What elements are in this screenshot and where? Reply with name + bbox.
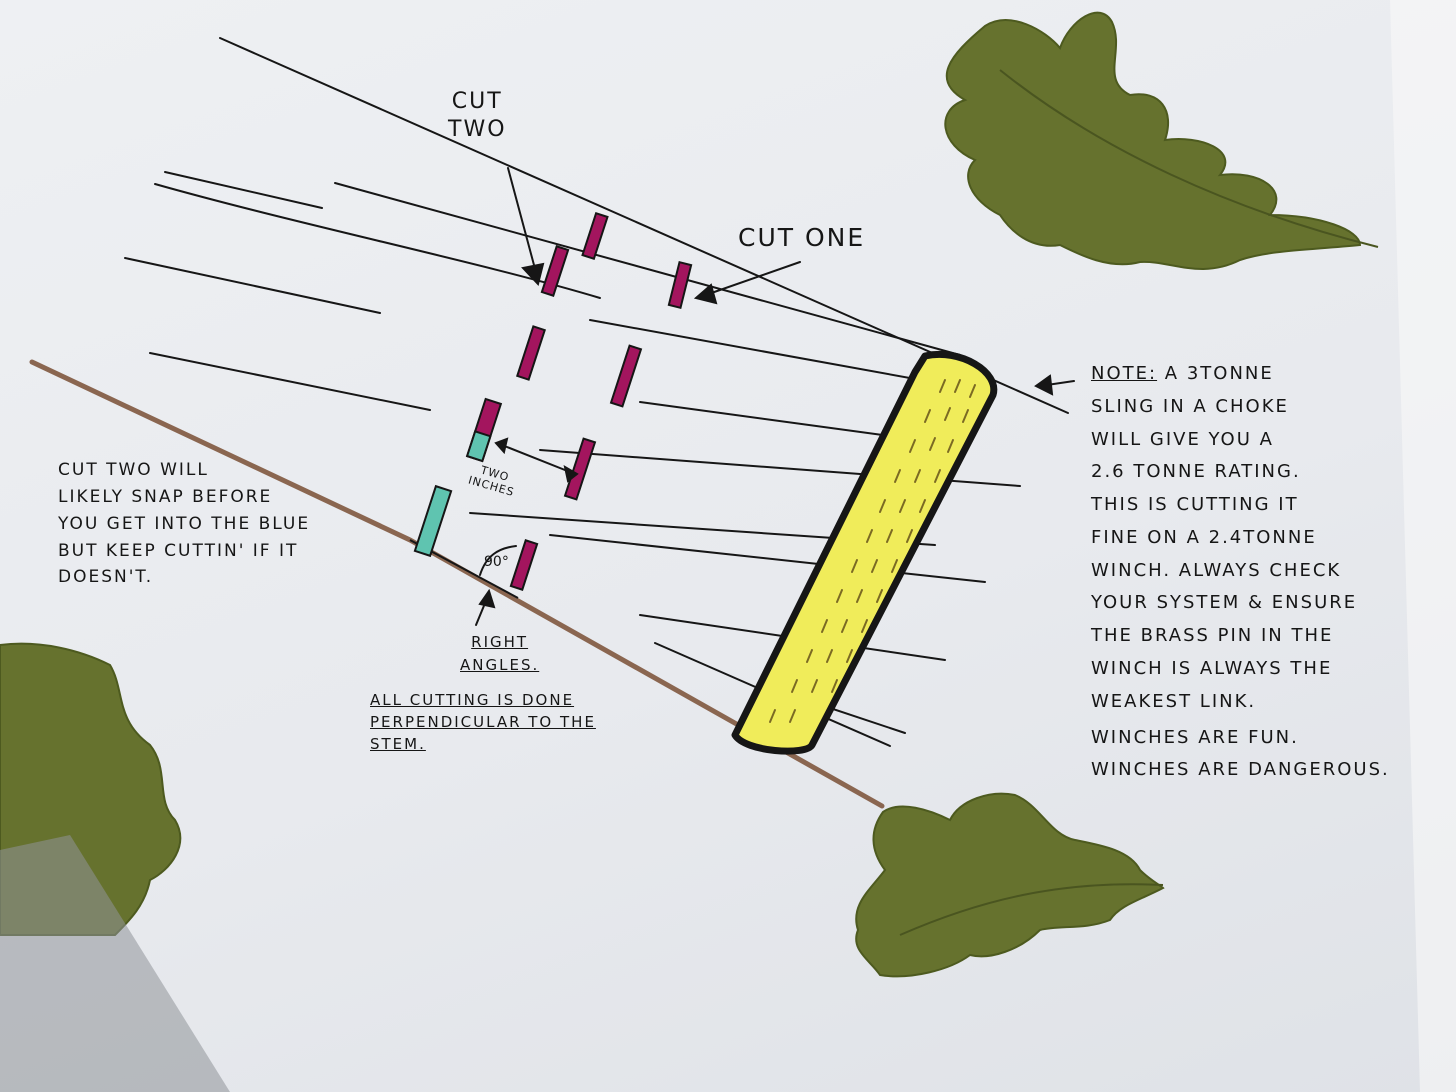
- arrowhead: [494, 437, 509, 455]
- arrow-cut-two: [507, 167, 539, 281]
- cut-mark: [509, 539, 539, 591]
- oak-leaf-bottom-center: [855, 792, 1165, 978]
- arrow-cut-one: [699, 261, 801, 298]
- arrowhead: [521, 262, 545, 287]
- oak-leaf-icon: [944, 11, 1362, 270]
- oak-leaf-top-right: [944, 11, 1379, 270]
- note-lead: NOTE:: [1091, 363, 1158, 384]
- cut-mark: [563, 437, 597, 501]
- cut-one-marks: [563, 260, 693, 501]
- leaf-vein: [999, 69, 1379, 248]
- grain-line: [124, 257, 966, 389]
- sling-body: [731, 351, 998, 755]
- angle-arc: [479, 545, 517, 576]
- cut-mark: [515, 325, 547, 381]
- grain-line: [164, 171, 961, 356]
- note-perpendicular-cutting: ALL CUTTING IS DONE PERPENDICULAR TO THE…: [370, 691, 596, 753]
- arrowhead: [1034, 374, 1054, 396]
- label-90-degrees: 90°: [484, 554, 509, 570]
- cut-two-marks: [413, 211, 609, 591]
- sling-choker: [731, 351, 998, 755]
- right-angles-text: RIGHT ANGLES.: [460, 633, 540, 675]
- grain-line: [149, 352, 891, 437]
- label-right-angles: RIGHT ANGLES.: [460, 631, 539, 678]
- note-cut-two-snap: CUT TWO WILL LIKELY SNAP BEFORE YOU GET …: [58, 460, 311, 588]
- label-cut-two: CUT TWO: [448, 89, 507, 142]
- cut-mark: [667, 260, 693, 310]
- arrowhead: [563, 464, 579, 483]
- cut-mark: [540, 245, 570, 297]
- oak-leaf-left: [0, 642, 182, 936]
- leaf-vein: [899, 883, 1164, 936]
- label-cut-one: CUT ONE: [738, 223, 866, 252]
- oak-leaf-icon: [0, 642, 182, 936]
- sling-stitching: [769, 379, 976, 723]
- note-winches-fun: WINCHES ARE FUN. WINCHES ARE DANGEROUS.: [1091, 727, 1390, 780]
- arrowhead: [478, 588, 496, 609]
- arrowhead: [693, 283, 718, 305]
- note-sling-rating: NOTE: A 3TONNE SLING IN A CHOKE WILL GIV…: [1091, 358, 1357, 718]
- hinge-teal: [465, 430, 492, 463]
- note-body: A 3TONNE SLING IN A CHOKE WILL GIVE YOU …: [1091, 363, 1358, 712]
- oak-leaf-icon: [855, 792, 1165, 978]
- arrow-two-inches: [496, 442, 576, 475]
- trunk-top-edge: [219, 37, 1069, 414]
- annotation-arrows: [475, 167, 1075, 626]
- hinge-teal-lower: [413, 484, 453, 558]
- cut-mark: [581, 211, 609, 261]
- grain-line: [549, 534, 986, 583]
- cut-mark: [609, 344, 643, 408]
- grain-line: [154, 183, 601, 299]
